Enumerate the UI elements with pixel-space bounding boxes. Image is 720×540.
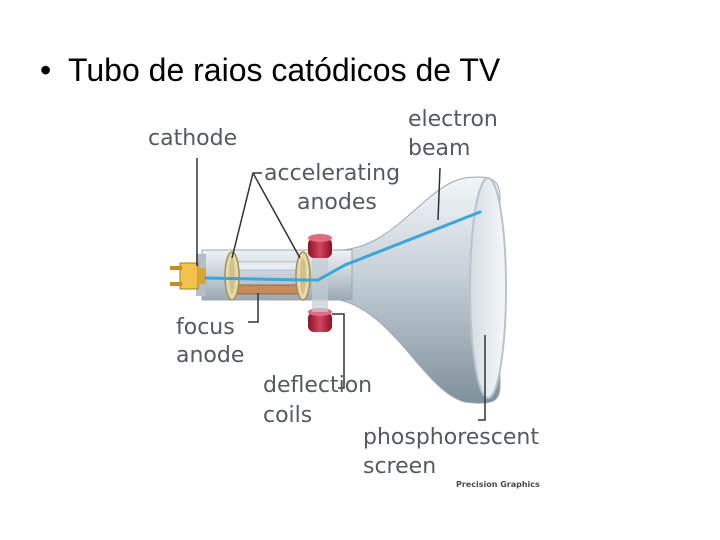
cathode	[170, 262, 206, 290]
focus-anode	[235, 284, 299, 295]
label-screen: screen	[363, 454, 436, 479]
label-cathode: cathode	[148, 126, 237, 151]
focus-anode-top	[235, 261, 299, 271]
phosphorescent-screen	[469, 177, 507, 399]
label-phosphorescent: phosphorescent	[363, 425, 539, 450]
label-coils: coils	[263, 403, 312, 428]
deflection-coils	[308, 234, 332, 332]
label-focus: focus	[176, 315, 235, 340]
label-anodes: anodes	[297, 190, 377, 215]
crt-diagram-svg: cathode accelerating anodes electron bea…	[148, 107, 540, 489]
crt-diagram: cathode accelerating anodes electron bea…	[140, 100, 550, 495]
accelerating-anodes	[224, 251, 311, 301]
bullet: •	[40, 52, 52, 88]
leader-lines	[196, 158, 486, 421]
credit-text: Precision Graphics	[456, 480, 540, 489]
label-anode: anode	[176, 343, 244, 368]
slide-title: • Tubo de raios catódicos de TV	[40, 52, 500, 89]
electron-beam	[204, 210, 482, 282]
label-electron: electron	[408, 107, 498, 132]
label-deflection: deflection	[263, 373, 372, 398]
label-beam: beam	[408, 136, 470, 161]
label-accelerating: accelerating	[264, 161, 400, 186]
title-text: Tubo de raios catódicos de TV	[68, 52, 501, 88]
tube-bell	[289, 176, 501, 404]
